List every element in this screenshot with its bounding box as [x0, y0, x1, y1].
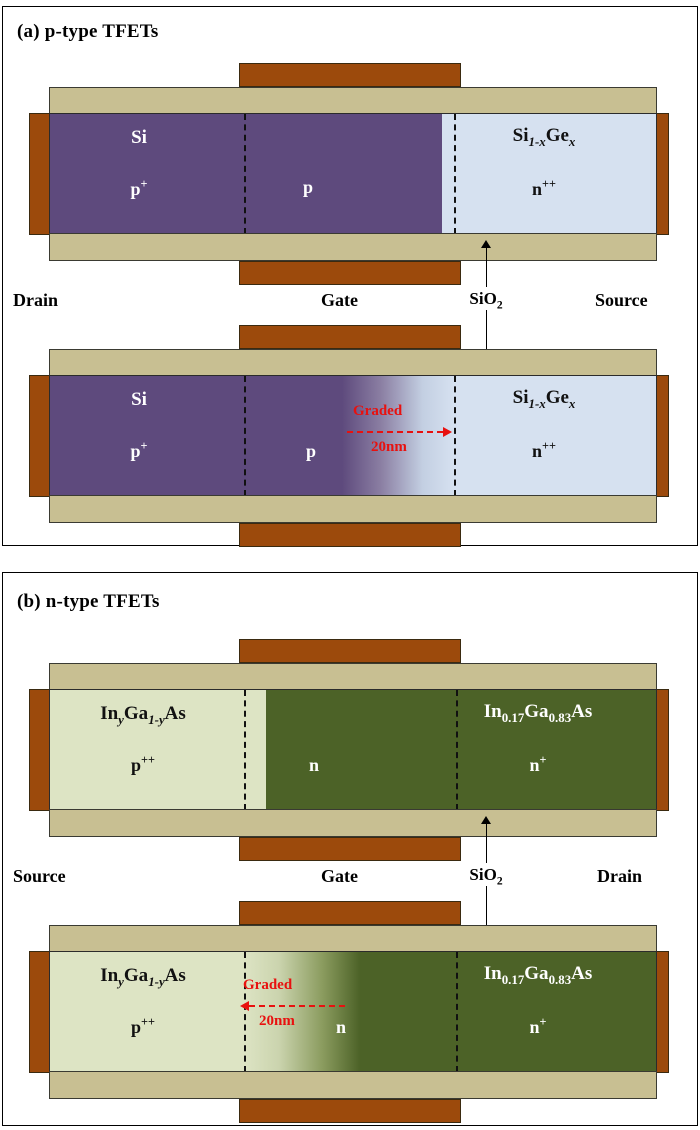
source-contact: [29, 951, 51, 1073]
material-label-drain: In0.17Ga0.83As: [483, 701, 593, 725]
material-label-drain: In0.17Ga0.83As: [483, 963, 593, 987]
semiconductor-body: [49, 689, 657, 811]
oxide-arrowhead-up-b: [481, 816, 491, 824]
region-channel-drain: [266, 690, 656, 810]
region-source: [442, 114, 656, 234]
panel-a-title: (a) p-type TFETs: [17, 21, 159, 42]
graded-length-label: 20nm: [371, 439, 407, 455]
terminal-label-gate-b: Gate: [321, 866, 358, 886]
boundary-channel-drain: [456, 952, 458, 1072]
boundary-drain-channel: [244, 376, 246, 496]
region-source: [50, 690, 266, 810]
terminal-label-right-b: Drain: [597, 866, 642, 886]
graded-arrowhead-left: [240, 1001, 249, 1011]
region-channel-drain: [360, 952, 656, 1072]
terminal-label-gate-a: Gate: [321, 290, 358, 310]
graded-length-label: 20nm: [259, 1013, 295, 1029]
gate-oxide-bottom: [49, 495, 657, 523]
boundary-channel-drain: [456, 690, 458, 810]
doping-label-channel: p: [302, 177, 313, 197]
terminal-label-left-a: Drain: [13, 290, 58, 310]
doping-label-channel: n: [308, 755, 319, 775]
terminal-label-right-a: Source: [595, 290, 648, 310]
doping-label-channel: n: [335, 1017, 346, 1037]
doping-label-drain: n+: [529, 1015, 547, 1037]
region-source: [50, 952, 244, 1072]
boundary-drain-channel: [244, 114, 246, 234]
doping-label-source: p++: [131, 753, 155, 775]
terminal-label-left-b: Source: [13, 866, 66, 886]
material-label-drain: Si: [131, 389, 147, 410]
gate-oxide-bottom: [49, 233, 657, 261]
gate-electrode-top: [239, 63, 461, 87]
boundary-source-channel: [244, 952, 246, 1072]
graded-arrowhead-right: [443, 427, 452, 437]
boundary-channel-source: [454, 376, 456, 496]
source-contact: [29, 689, 51, 811]
doping-label-source: n++: [532, 177, 556, 199]
semiconductor-body: [49, 951, 657, 1073]
material-label-drain: Si: [131, 127, 147, 148]
gate-electrode-top: [239, 325, 461, 349]
oxide-arrowhead-up-a: [481, 240, 491, 248]
drain-contact: [29, 113, 51, 235]
gate-oxide-top: [49, 663, 657, 691]
graded-label: Graded: [353, 403, 403, 419]
region-drain-channel: [50, 376, 342, 496]
gate-electrode-top: [239, 901, 461, 925]
drain-contact: [29, 375, 51, 497]
gate-electrode-bottom: [239, 837, 461, 861]
panel-a-p-type-tfets: (a) p-type TFETs Si: [2, 6, 698, 547]
doping-label-channel: p: [305, 441, 316, 461]
material-label-source: Si1-xGex: [512, 387, 576, 411]
oxide-callout-label-b: SiO2: [469, 865, 503, 888]
oxide-arrow-stem-up-a: [486, 247, 487, 287]
doping-label-drain: n+: [529, 753, 547, 775]
doping-label-drain: p+: [130, 439, 148, 461]
gate-electrode-bottom: [239, 523, 461, 547]
oxide-arrow-stem-down-b: [486, 886, 487, 926]
doping-label-source: p++: [131, 1015, 155, 1037]
semiconductor-body: [49, 375, 657, 497]
region-graded-transition: [342, 376, 454, 496]
material-label-source: InyGa1-yAs: [100, 965, 186, 989]
doping-label-drain: p+: [130, 177, 148, 199]
graded-arrow-stem: [249, 1005, 345, 1007]
gate-oxide-bottom: [49, 809, 657, 837]
region-source: [454, 376, 656, 496]
gate-oxide-top: [49, 87, 657, 115]
graded-label: Graded: [243, 977, 293, 993]
graded-arrow-stem: [347, 431, 443, 433]
gate-electrode-bottom: [239, 1099, 461, 1123]
boundary-channel-source: [454, 114, 456, 234]
material-label-source: Si1-xGex: [512, 125, 576, 149]
oxide-callout-label-a: SiO2: [469, 289, 503, 312]
boundary-source-channel: [244, 690, 246, 810]
region-graded-transition: [244, 952, 360, 1072]
gate-oxide-top: [49, 925, 657, 953]
gate-electrode-bottom: [239, 261, 461, 285]
semiconductor-body: [49, 113, 657, 235]
doping-label-source: n++: [532, 439, 556, 461]
oxide-arrow-stem-up-b: [486, 823, 487, 863]
gate-electrode-top: [239, 639, 461, 663]
material-label-source: InyGa1-yAs: [100, 703, 186, 727]
oxide-arrow-stem-down-a: [486, 310, 487, 350]
region-drain-channel: [50, 114, 442, 234]
gate-oxide-bottom: [49, 1071, 657, 1099]
panel-b-title: (b) n-type TFETs: [17, 591, 160, 612]
panel-b-n-type-tfets: (b) n-type TFETs InyGa1-yAs p++ n: [2, 572, 698, 1126]
gate-oxide-top: [49, 349, 657, 377]
